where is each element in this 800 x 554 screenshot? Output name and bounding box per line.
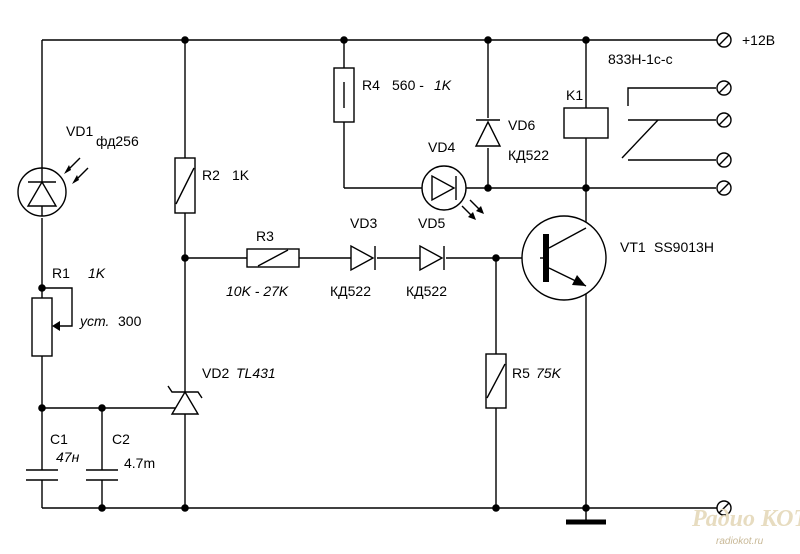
k1-ref: K1 [566,87,583,103]
r1-setting-prefix: уст. [79,313,109,329]
r5-value: 75K [536,365,562,381]
vt1-transistor-icon [521,215,607,301]
wires [41,39,718,520]
r2-resistor-icon [174,157,196,214]
vd1-value: фд256 [96,133,139,149]
vt1-value: SS9013H [654,239,714,255]
bottom-terminal-icon [716,500,732,516]
junctions [38,36,590,512]
r1-wiper-arrow-icon [52,321,60,331]
c1-ref: C1 [50,431,68,447]
vd5-diode-icon [419,244,445,272]
vd1-photodiode-icon [17,157,89,217]
r2-ref: R2 [202,167,220,183]
watermark-url: radiokot.ru [716,536,764,547]
r1-value: 1K [88,265,106,281]
vd6-ref: VD6 [508,117,535,133]
vd5-ref: VD5 [418,215,445,231]
vd5-value: КД522 [406,283,447,299]
contact-terminal-icon [716,112,732,128]
c1-capacitor-icon [26,469,58,481]
vd2-value: TL431 [236,365,276,381]
vd6-diode-icon [474,119,502,147]
c1-value: 47н [56,449,80,465]
r3-value: 10K - 27K [226,283,289,299]
supply-terminal-icon [716,32,732,48]
r1-setting-value: 300 [118,313,142,329]
vd6-value: КД522 [508,147,549,163]
contact-terminal-icon [716,80,732,96]
contact-terminal-icon [716,152,732,168]
supply-label: +12В [742,32,775,48]
r4-value-b: 1K [434,77,452,93]
r3-resistor-icon [246,248,300,268]
vd3-diode-icon [350,244,376,272]
r4-ref: R4 [362,77,380,93]
vd3-value: КД522 [330,283,371,299]
r5-ref: R5 [512,365,530,381]
vd4-ref: VD4 [428,139,455,155]
vd2-ref: VD2 [202,365,229,381]
watermark-logo: Радио КОТ [691,506,800,532]
vd3-ref: VD3 [350,215,377,231]
r2-value: 1K [232,167,250,183]
vd2-tl431-icon [167,383,203,415]
r4-resistor-icon [333,67,355,123]
vt1-ref: VT1 [620,239,646,255]
vd4-led-icon [421,165,484,220]
k1-value: 833H-1c-c [608,51,673,67]
c2-ref: C2 [112,431,130,447]
r4-value-a: 560 - [392,77,424,93]
ground-terminal-icon [716,180,732,196]
r1-resistor-icon [31,297,53,357]
c2-value: 4.7m [124,455,155,471]
r5-resistor-icon [485,353,507,409]
k1-relay-coil-icon [563,107,609,139]
r1-ref: R1 [52,265,70,281]
r3-ref: R3 [256,228,274,244]
c2-capacitor-icon [86,469,118,481]
vd1-ref: VD1 [66,123,93,139]
